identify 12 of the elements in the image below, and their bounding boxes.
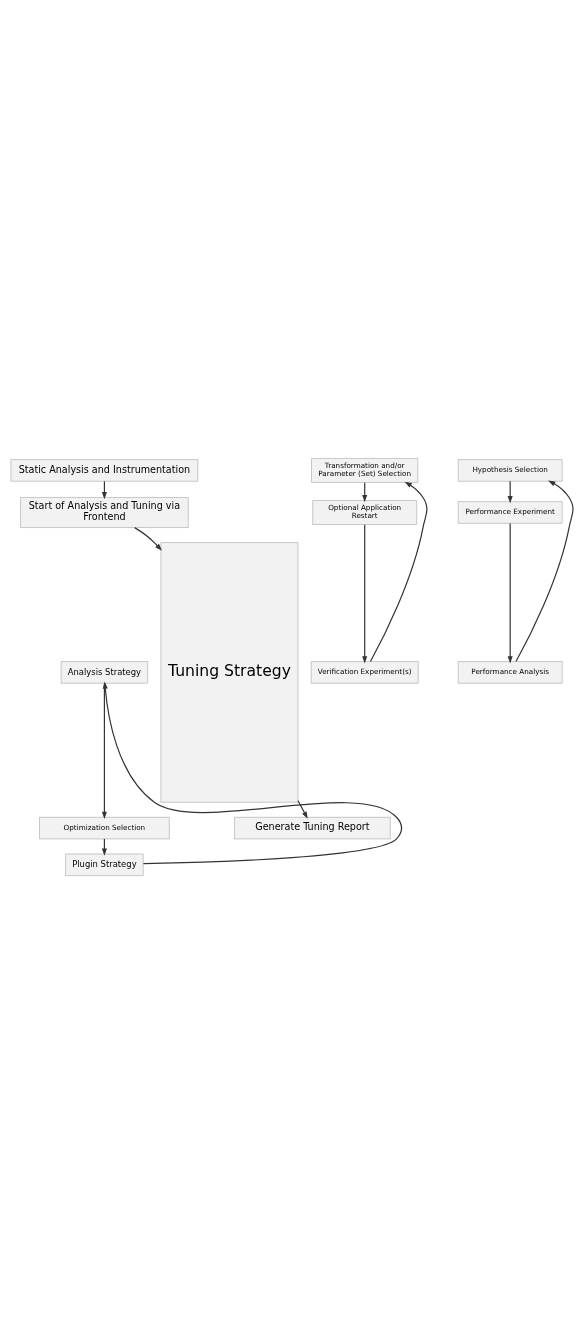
arrow (369, 481, 428, 662)
arrow (515, 479, 574, 662)
node-box: Analysis Strategy (60, 660, 148, 684)
arrow (362, 523, 368, 663)
node-box: Generate Tuning Report (234, 816, 391, 839)
arrow (507, 522, 513, 663)
node-box: Tuning Strategy (160, 541, 299, 803)
node-box: Plugin Strategy (65, 853, 144, 876)
arrow (134, 526, 162, 551)
node-box: Start of Analysis and Tuning via Frontend (20, 496, 189, 528)
node-box: Static Analysis and Instrumentation (10, 458, 199, 482)
arrow (101, 682, 107, 819)
